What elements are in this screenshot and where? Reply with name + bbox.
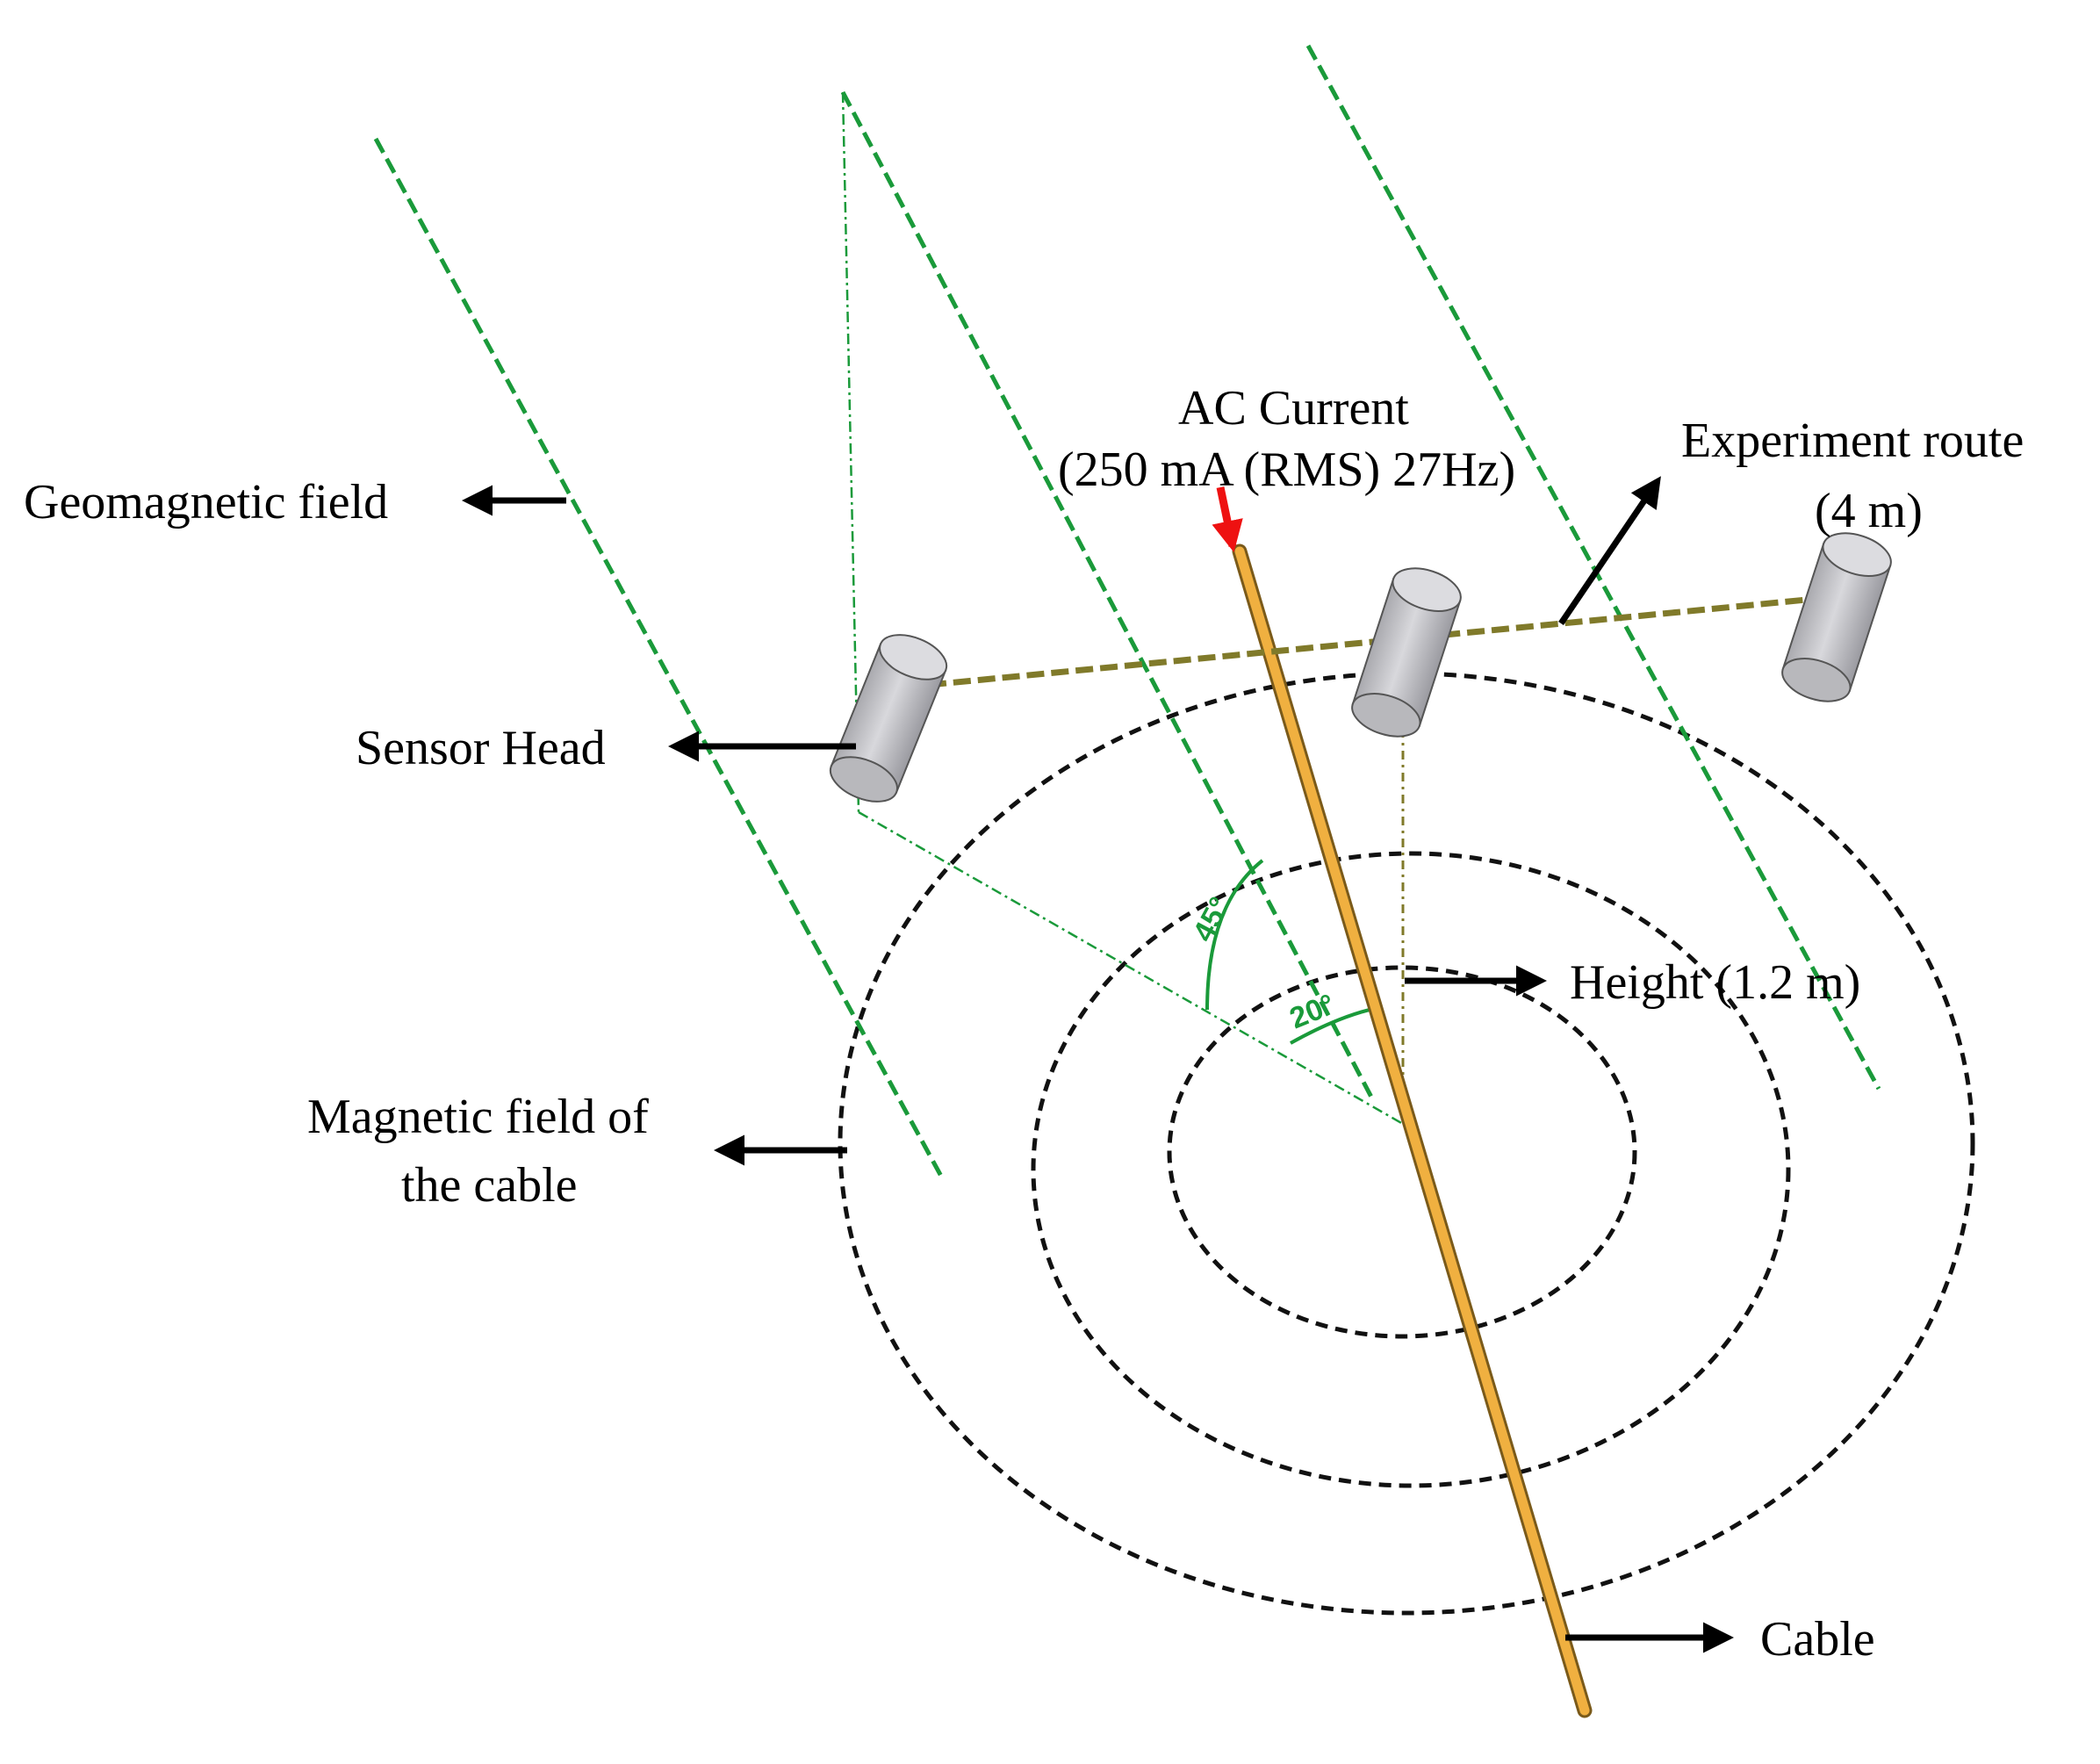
geomagnetic-line-2: [840, 90, 1377, 1104]
construction-base: [858, 810, 1404, 1126]
height-label: Height (1.2 m): [1570, 955, 1860, 1010]
geomagnetic-line-1: [373, 137, 946, 1183]
construction-vertical: [841, 91, 860, 813]
magnetic-field-ring-middle: [1031, 851, 1791, 1488]
magnetic-field-ring-inner: [1167, 965, 1637, 1339]
sensor-head-left: [829, 634, 948, 803]
sensor-head-label: Sensor Head: [356, 721, 606, 775]
experiment-route-arrow: [1558, 476, 1661, 625]
experiment-route-label-line1: Experiment route: [1681, 414, 2024, 468]
label-arrows: [462, 476, 1734, 1653]
magnetic-field-label-line2: the cable: [401, 1158, 578, 1213]
angle-20-label: 20°: [1285, 988, 1340, 1035]
cable-label: Cable: [1760, 1612, 1875, 1667]
current-arrow: [1212, 486, 1243, 553]
cable-body: [1234, 546, 1590, 1716]
magnetic-field-ring-outer: [838, 671, 1975, 1616]
angle-arc-45: [1205, 859, 1264, 1011]
sensor-head-middle: [1351, 567, 1462, 738]
magnetic-field-rings: [838, 671, 1975, 1616]
ac-current-label-line1: AC Current: [1178, 381, 1409, 436]
geomagnetic-field-label: Geomagnetic field: [24, 475, 388, 529]
angle-construction-lines: [841, 91, 1404, 1126]
sensor-head-right: [1781, 532, 1892, 702]
experiment-route-label-line2: (4 m): [1815, 484, 1923, 538]
ac-current-label-line2: (250 mA (RMS) 27Hz): [1058, 443, 1515, 497]
magnetic-field-label-line1: Magnetic field of: [307, 1090, 649, 1144]
angle-arc-20: [1290, 1008, 1370, 1045]
cable: [1232, 544, 1593, 1718]
geomagnetic-field-lines: [373, 44, 1881, 1183]
geomagnetic-line-3: [1305, 44, 1881, 1091]
